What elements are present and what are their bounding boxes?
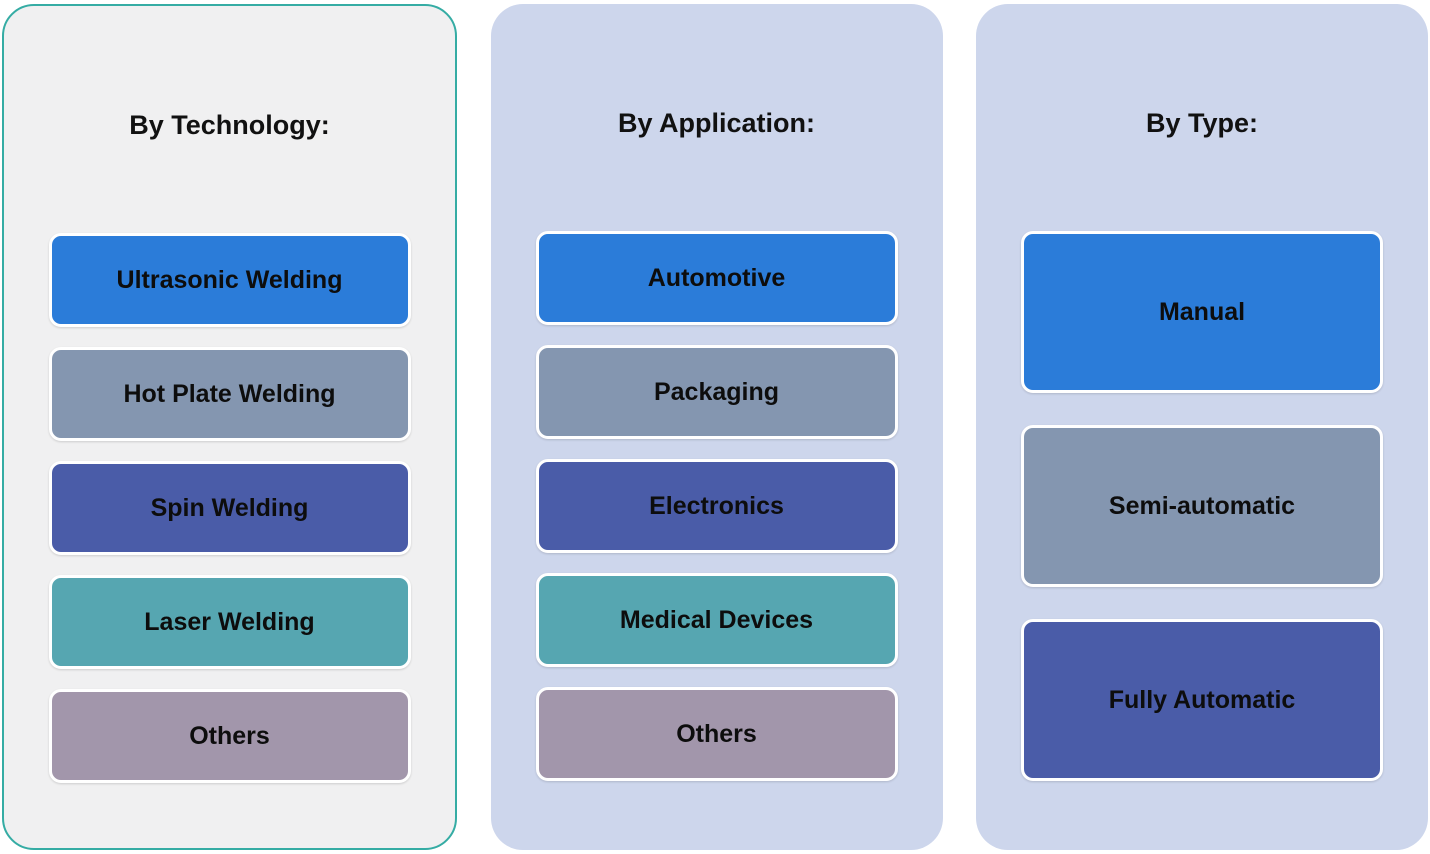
item-label: Packaging bbox=[653, 377, 780, 406]
item-label: Electronics bbox=[649, 491, 784, 520]
panel-title-technology: By Technology: bbox=[129, 110, 330, 140]
item-automotive: Automotive bbox=[535, 231, 898, 325]
item-technology-others: Others bbox=[48, 689, 411, 783]
panel-type: By Type: Manual Semi-automatic Fully Aut… bbox=[976, 4, 1428, 850]
item-packaging: Packaging bbox=[535, 345, 898, 439]
item-fully-automatic: Fully Automatic bbox=[1021, 619, 1383, 781]
item-laser-welding: Laser Welding bbox=[48, 575, 411, 669]
item-semi-automatic: Semi-automatic bbox=[1021, 425, 1383, 587]
application-items: Automotive Packaging Electronics Medical… bbox=[535, 231, 898, 781]
item-medical-devices: Medical Devices bbox=[535, 573, 898, 667]
panel-technology: By Technology: Ultrasonic Welding Hot Pl… bbox=[2, 4, 457, 850]
item-label: Medical Devices bbox=[619, 605, 814, 634]
item-electronics: Electronics bbox=[535, 459, 898, 553]
item-label: Semi-automatic bbox=[1108, 491, 1296, 520]
panel-application: By Application: Automotive Packaging Ele… bbox=[490, 4, 943, 850]
item-label: Manual bbox=[1158, 297, 1246, 326]
item-label: Automotive bbox=[647, 263, 786, 292]
panel-title-application: By Application: bbox=[617, 108, 815, 138]
item-label: Spin Welding bbox=[150, 493, 309, 522]
item-label: Hot Plate Welding bbox=[123, 379, 336, 408]
item-manual: Manual bbox=[1021, 231, 1383, 393]
panel-title-type: By Type: bbox=[1145, 108, 1259, 138]
item-label: Ultrasonic Welding bbox=[116, 265, 343, 294]
item-ultrasonic-welding: Ultrasonic Welding bbox=[48, 233, 411, 327]
item-label: Others bbox=[189, 721, 270, 750]
item-spin-welding: Spin Welding bbox=[48, 461, 411, 555]
item-hot-plate-welding: Hot Plate Welding bbox=[48, 347, 411, 441]
item-application-others: Others bbox=[535, 687, 898, 781]
item-label: Others bbox=[676, 719, 757, 748]
item-label: Fully Automatic bbox=[1108, 685, 1296, 714]
item-label: Laser Welding bbox=[144, 607, 315, 636]
technology-items: Ultrasonic Welding Hot Plate Welding Spi… bbox=[48, 233, 411, 783]
type-items: Manual Semi-automatic Fully Automatic bbox=[1021, 231, 1383, 781]
